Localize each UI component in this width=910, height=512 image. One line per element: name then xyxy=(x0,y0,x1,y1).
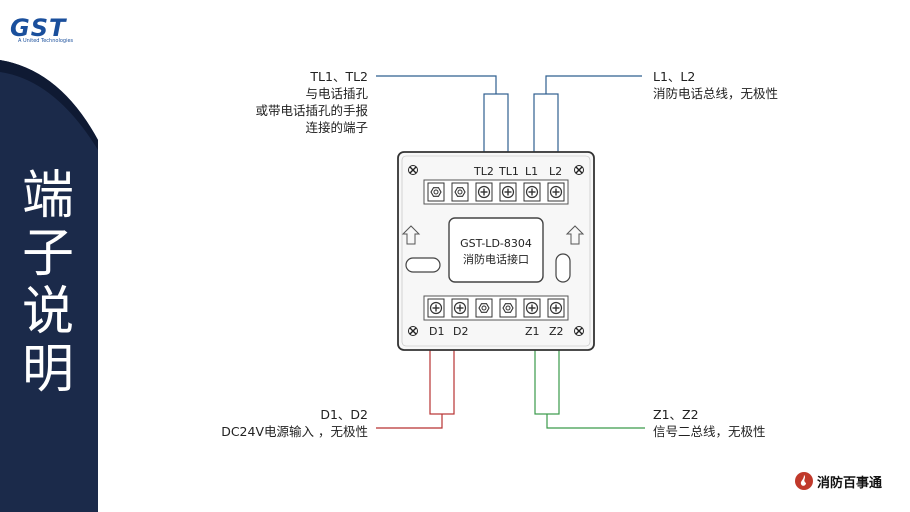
annotation-d-line-1: DC24V电源输入 ，无极性 xyxy=(221,424,368,439)
title-char-1: 端 xyxy=(21,166,74,226)
annotation-tl-line-3: 连接的端子 xyxy=(305,120,368,135)
wire-tl xyxy=(376,75,509,153)
title-char-2: 子 xyxy=(21,224,74,284)
title-char-3: 说 xyxy=(21,282,74,342)
terminal-label-tl2: TL2 xyxy=(474,165,494,178)
mount-slot xyxy=(555,253,571,283)
annotation-z: Z1、Z2 信号二总线，无极性 xyxy=(653,406,766,440)
wire-z xyxy=(534,349,645,429)
terminal-label-z1: Z1 xyxy=(525,325,540,338)
annotation-l-line-1: 消防电话总线，无极性 xyxy=(653,86,779,101)
sidebar: GST A United Technologies 端 子 说 明 xyxy=(0,0,98,512)
annotation-tl-line-1: 与电话插孔 xyxy=(305,86,368,101)
annotation-tl-title: TL1、TL2 xyxy=(310,69,368,84)
terminal-label-tl1: TL1 xyxy=(499,165,519,178)
annotation-z-line-1: 信号二总线，无极性 xyxy=(653,424,766,439)
device-name: 消防电话接口 xyxy=(463,253,529,266)
terminal-label-d2: D2 xyxy=(453,325,469,338)
mount-slot xyxy=(405,257,441,273)
annotation-d-title: D1、D2 xyxy=(320,407,368,422)
annotation-l-title: L1、L2 xyxy=(653,69,696,84)
annotation-tl-line-2: 或带电话插孔的手报 xyxy=(255,103,368,118)
wire-l xyxy=(533,75,642,153)
fire-brand-icon xyxy=(795,472,813,490)
wire-d xyxy=(376,349,455,429)
terminal-label-l2: L2 xyxy=(549,165,563,178)
gst-logo: GST xyxy=(10,14,67,42)
model-number: GST-LD-8304 xyxy=(460,237,532,250)
logo-subtext: A United Technologies xyxy=(18,38,74,44)
model-label-box xyxy=(448,217,544,283)
annotation-z-title: Z1、Z2 xyxy=(653,407,699,422)
arrow-icon xyxy=(401,225,585,245)
annotation-l: L1、L2 消防电话总线，无极性 xyxy=(653,68,778,102)
annotation-tl: TL1、TL2 与电话插孔 或带电话插孔的手报 连接的端子 xyxy=(200,68,368,136)
footer-brand-text: 消防百事通 xyxy=(817,475,883,491)
annotation-d: D1、D2 DC24V电源输入 ，无极性 xyxy=(180,406,368,440)
terminal-label-d1: D1 xyxy=(429,325,445,338)
terminal-label-z2: Z2 xyxy=(549,325,564,338)
footer-brand: 消防百事通 xyxy=(794,470,882,492)
title-char-4: 明 xyxy=(21,340,74,400)
terminal-label-l1: L1 xyxy=(525,165,539,178)
